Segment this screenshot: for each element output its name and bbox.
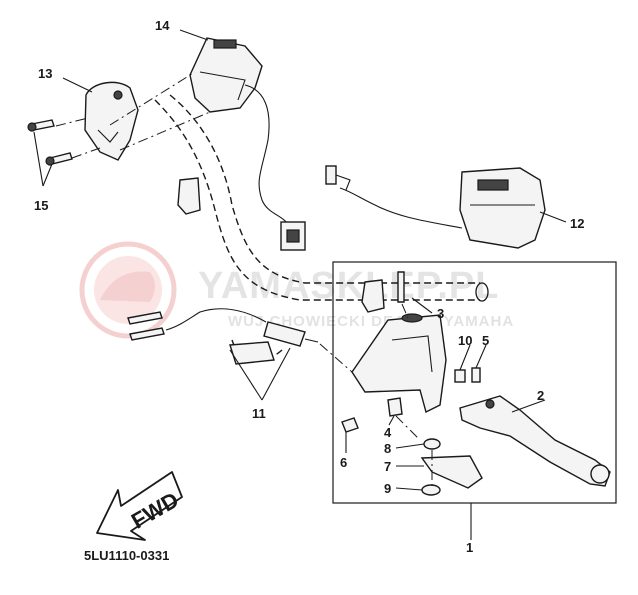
callout-3: 3 [437,306,444,321]
callout-11: 11 [252,406,266,421]
part-5-pin [471,367,481,383]
part-8-collar [423,438,441,450]
part-6-screw [341,417,359,433]
callout-14: 14 [155,18,170,33]
callout-8: 8 [384,441,391,456]
clamp-brackets [177,177,385,313]
part-12-switch [325,165,546,249]
callout-13: 13 [38,66,52,81]
callout-5: 5 [482,333,489,348]
part-15-screws [27,119,73,166]
part-10-spring [454,369,466,383]
diagram-code: 5LU1110-0331 [84,548,169,563]
callouts: 14 13 15 12 11 3 10 5 2 4 6 8 7 9 1 [34,18,584,555]
watermark: YAMASKLEP.PL WUJ CHOWIECKI DEALER YAMAHA [79,241,513,339]
callout-2: 2 [537,388,544,403]
callout-9: 9 [384,481,391,496]
leader-lines [33,29,567,540]
part-14-switch-housing [189,37,306,251]
part-13-switch-housing [84,81,139,161]
callout-4: 4 [384,425,392,440]
small-parts [341,367,483,496]
part-7-plate [420,455,483,489]
part-9-washer [421,484,441,496]
watermark-logo-icon [79,241,177,339]
callout-7: 7 [384,459,391,474]
fwd-arrow: FWD [96,471,183,541]
callout-15: 15 [34,198,48,213]
part-4-nut [387,397,403,417]
callout-6: 6 [340,455,347,470]
part-2-lever [459,395,611,487]
part-3-lever-holder [351,271,447,414]
part-11-switch [127,308,319,365]
callout-10: 10 [458,333,472,348]
assembly-lines [55,71,433,486]
assembly-box [332,261,617,504]
callout-12: 12 [570,216,584,231]
callout-1: 1 [466,540,473,555]
